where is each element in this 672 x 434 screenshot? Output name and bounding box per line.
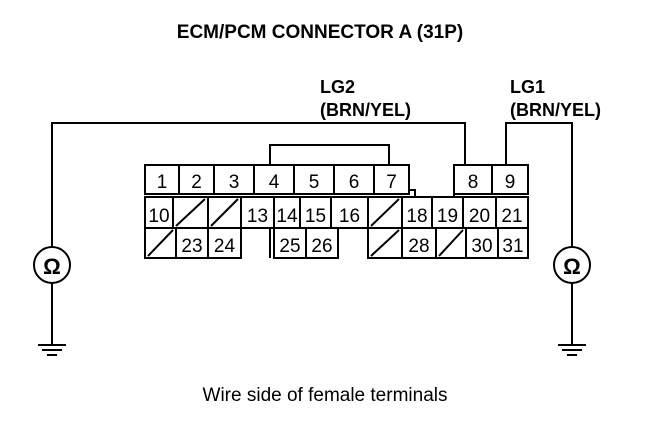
row2-cell xyxy=(495,196,529,229)
right-ohm-symbol: Ω xyxy=(563,254,581,279)
right-ohmmeter-icon: Ω xyxy=(553,246,591,284)
lg2-wire-color: (BRN/YEL) xyxy=(320,100,411,120)
unused-terminal-slash xyxy=(210,198,239,227)
lg2-label: LG2 xyxy=(320,77,355,97)
diagram-title: ECM/PCM CONNECTOR A (31P) xyxy=(177,22,463,43)
row3-cell xyxy=(305,227,339,259)
row1-cell xyxy=(213,164,255,195)
terminal-number: 31 xyxy=(502,236,523,257)
row3-cell xyxy=(175,227,209,259)
terminal-number: 6 xyxy=(349,172,360,193)
terminal-number: 21 xyxy=(501,206,522,227)
terminal-number: 24 xyxy=(214,236,236,257)
terminal-number: 20 xyxy=(469,206,490,227)
row2-cell xyxy=(240,196,275,229)
row3-cell xyxy=(273,227,307,259)
left-ohm-symbol: Ω xyxy=(43,254,61,279)
terminal-number: 2 xyxy=(191,172,202,193)
terminal-number: 23 xyxy=(181,236,202,257)
terminal-number: 15 xyxy=(305,206,326,227)
terminal-number: 19 xyxy=(437,206,458,227)
unused-terminal-slash xyxy=(175,198,206,227)
row1-cell xyxy=(144,164,180,195)
terminal-number: 25 xyxy=(279,236,300,257)
row1-cell xyxy=(178,164,215,195)
row3-cell xyxy=(497,227,529,259)
row1-cell xyxy=(453,164,493,195)
terminal-number: 13 xyxy=(247,206,268,227)
terminal-number: 9 xyxy=(505,172,516,193)
unused-terminal-slash xyxy=(147,229,174,257)
left-ohmmeter-icon: Ω xyxy=(33,246,71,284)
lg2-probe-wire xyxy=(51,122,466,246)
terminal-number: 26 xyxy=(311,236,332,257)
lg1-label: LG1 xyxy=(510,77,545,97)
row2-cell xyxy=(273,196,301,229)
terminal-number: 8 xyxy=(468,172,479,193)
unused-terminal-slash xyxy=(370,198,400,227)
row1-cell xyxy=(373,164,410,195)
row3-cell xyxy=(465,227,499,259)
terminal-number: 10 xyxy=(148,206,169,227)
lg1-probe-wire xyxy=(505,122,573,246)
terminal-number: 1 xyxy=(157,172,168,193)
unused-terminal-slash xyxy=(438,229,464,257)
left-ground-icon xyxy=(38,344,66,356)
terminal-number: 7 xyxy=(386,172,397,193)
diagram-caption: Wire side of female terminals xyxy=(203,385,448,406)
terminal-number: 18 xyxy=(406,206,427,227)
row3-cell xyxy=(401,227,437,259)
terminal-number: 30 xyxy=(471,236,492,257)
row2-cell xyxy=(330,196,369,229)
terminal-number: 16 xyxy=(339,206,360,227)
row1-cell xyxy=(333,164,375,195)
terminal-number: 4 xyxy=(269,172,280,193)
unused-terminal-slash xyxy=(370,229,400,257)
terminal-number: 3 xyxy=(229,172,240,193)
row1-cell xyxy=(491,164,529,195)
terminal-number: 14 xyxy=(276,206,298,227)
lg1-wire-color: (BRN/YEL) xyxy=(510,100,601,120)
row2-cell xyxy=(144,196,174,229)
right-ground-icon xyxy=(558,344,586,356)
row3-cell xyxy=(207,227,242,259)
row1-cell xyxy=(293,164,335,195)
row2-cell xyxy=(299,196,332,229)
terminal-number: 28 xyxy=(408,236,429,257)
terminal-number: 5 xyxy=(309,172,320,193)
